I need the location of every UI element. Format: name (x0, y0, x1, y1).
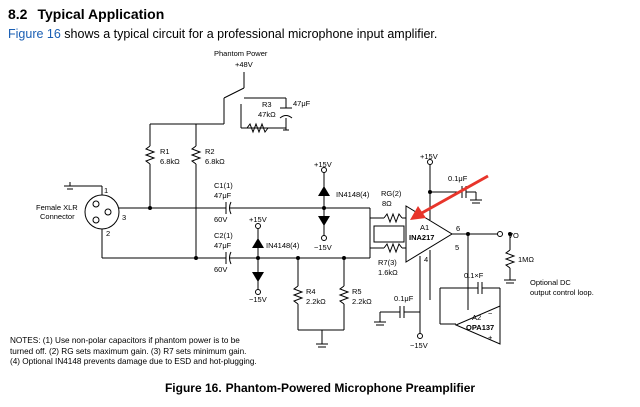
figure-link[interactable]: Figure 16 (8, 27, 61, 41)
pin5-label: 5 (455, 243, 459, 252)
dc-loop-label-line1: Optional DC (530, 278, 571, 287)
a1-name: A1 (420, 223, 429, 232)
r3-name: R3 (262, 100, 272, 109)
r1-name: R1 (160, 147, 170, 156)
r7-value: 1.6kΩ (378, 268, 398, 277)
xlr-label-line2: Connector (40, 212, 75, 221)
r4-name: R4 (306, 287, 316, 296)
c1-value: 47μF (214, 191, 232, 200)
figure-caption: Figure 16.Phantom-Powered Microphone Pre… (0, 381, 640, 395)
xlr-label-line1: Female XLR (36, 203, 78, 212)
plus15v-right-label: +15V (420, 152, 438, 161)
c2-name: C2(1) (214, 231, 233, 240)
c-phantom-value: 47μF (293, 99, 311, 108)
minus15v-right-label: −15V (410, 341, 428, 350)
note-line-1: NOTES: (1) Use non-polar capacitors if p… (10, 336, 240, 345)
a2-plus-sign: + (488, 333, 493, 342)
plus48v-label: +48V (235, 60, 253, 69)
a1-part: INA217 (409, 233, 434, 242)
a2-part: OPA137 (466, 323, 494, 332)
c-top-value: 0.1μF (448, 174, 468, 183)
r4-value: 2.2kΩ (306, 297, 326, 306)
section-heading: 8.2 Typical Application (8, 6, 164, 22)
red-arrow-icon (410, 174, 489, 220)
plus15v-mid-label: +15V (249, 215, 267, 224)
c-bottom-value: 0.1μF (394, 294, 414, 303)
rg-name: RG(2) (381, 189, 402, 198)
a2-minus-sign: − (488, 309, 493, 318)
intro-paragraph: Figure 16 shows a typical circuit for a … (8, 27, 437, 41)
r1m-value: 1MΩ (518, 255, 534, 264)
pin4-label: 4 (424, 255, 428, 264)
minus15v-top-label: −15V (314, 243, 332, 252)
pin6-label: 6 (456, 224, 460, 233)
pin2-label: 2 (106, 229, 110, 238)
a2-name: A2 (472, 313, 481, 322)
notes-block: NOTES: (1) Use non-polar capacitors if p… (10, 336, 310, 368)
pin3-label: 3 (122, 213, 126, 222)
section-title: Typical Application (37, 6, 165, 22)
r7-name: R7(3) (378, 258, 397, 267)
c2-value: 47μF (214, 241, 232, 250)
r1-value: 6.8kΩ (160, 157, 180, 166)
minus15v-bottom-label: −15V (249, 295, 267, 304)
diode-mid-label: IN4148(4) (266, 241, 300, 250)
r2-name: R2 (205, 147, 215, 156)
note-line-3: (4) Optional IN4148 prevents damage due … (10, 357, 257, 366)
plus15v-top-label: +15V (314, 160, 332, 169)
c-feedback-value: 0.1×F (464, 271, 484, 280)
r2-value: 6.8kΩ (205, 157, 225, 166)
caption-title: Phantom-Powered Microphone Preamplifier (225, 381, 476, 395)
note-line-2: turned off. (2) RG sets maximum gain. (3… (10, 346, 247, 356)
c1-voltage: 60V (214, 215, 227, 224)
diode-top-label: IN4148(4) (336, 190, 370, 199)
r5-name: R5 (352, 287, 362, 296)
intro-text: shows a typical circuit for a profession… (60, 27, 438, 41)
dc-loop-label-line2: output control loop. (530, 288, 594, 297)
r3-value: 47kΩ (258, 110, 276, 119)
phantom-power-label: Phantom Power (214, 49, 268, 58)
vout-label: VO (508, 231, 519, 240)
c1-name: C1(1) (214, 181, 233, 190)
section-number: 8.2 (8, 6, 28, 22)
rg-value: 8Ω (382, 199, 392, 208)
caption-number: Figure 16. (164, 381, 222, 395)
r5-value: 2.2kΩ (352, 297, 372, 306)
c2-voltage: 60V (214, 265, 227, 274)
pin1-label: 1 (104, 186, 108, 195)
